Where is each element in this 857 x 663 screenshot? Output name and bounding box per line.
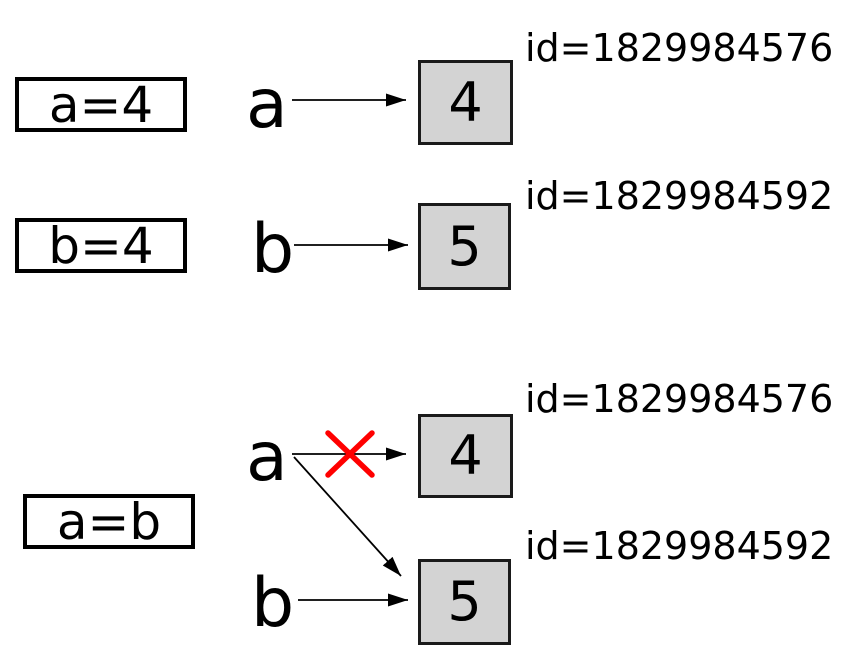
var-label-a-bottom: a: [246, 418, 288, 497]
value-box-5-bottom: 5: [418, 559, 511, 645]
id-label-5-bottom: id=1829984592: [525, 524, 834, 568]
red-x-icon: [325, 430, 375, 478]
value-text: 5: [447, 214, 482, 278]
id-label-5: id=1829984592: [525, 174, 834, 218]
code-text: a=4: [48, 75, 154, 134]
code-text: a=b: [56, 492, 162, 551]
code-text: b=4: [48, 216, 154, 275]
value-text: 4: [448, 424, 483, 487]
var-label-a: a: [246, 65, 288, 144]
value-text: 5: [447, 570, 482, 633]
code-box-a-equals-b: a=b: [23, 494, 195, 549]
value-box-4-bottom: 4: [418, 414, 513, 498]
var-label-b: b: [251, 210, 295, 289]
arrow-a-to-5-new: [293, 456, 402, 577]
id-label-4-bottom: id=1829984576: [525, 377, 834, 421]
value-box-5: 5: [418, 203, 511, 290]
id-label-4: id=1829984576: [525, 26, 834, 70]
code-box-b-equals-4: b=4: [15, 218, 187, 273]
var-label-b-bottom: b: [251, 564, 295, 643]
value-text: 4: [448, 70, 483, 134]
code-box-a-equals-4: a=4: [15, 77, 187, 132]
value-box-4: 4: [418, 60, 513, 145]
